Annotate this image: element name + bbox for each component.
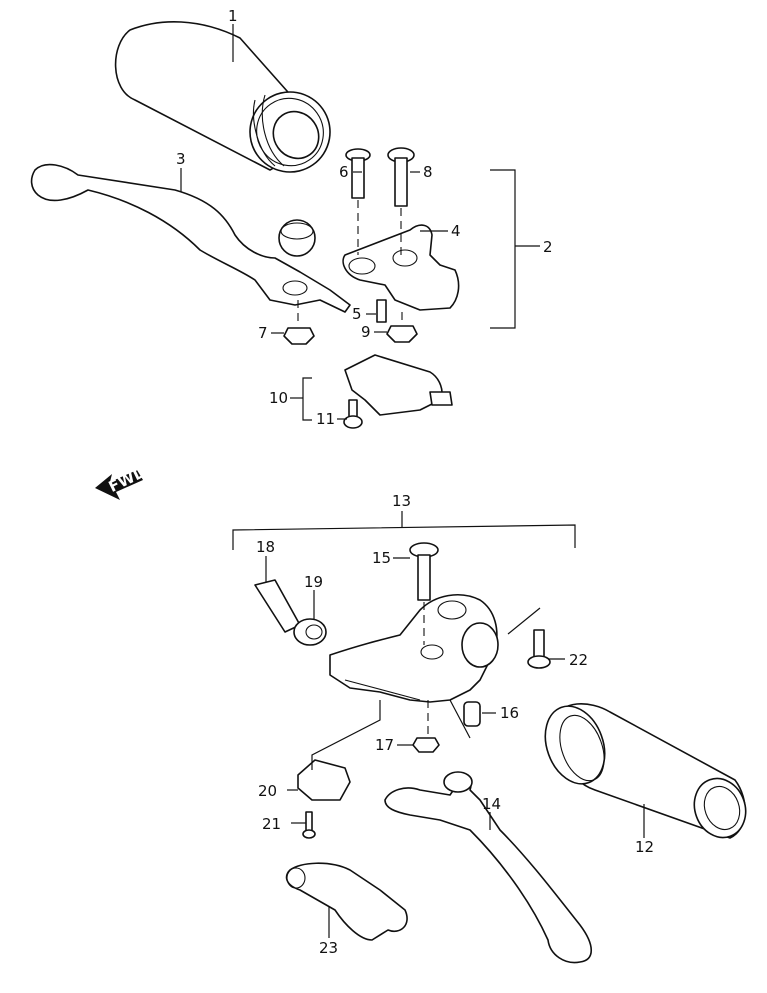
callout-9: 9 bbox=[361, 323, 371, 341]
bracket-10 bbox=[302, 377, 312, 421]
pivot-bolt-15 bbox=[409, 542, 439, 601]
callout-16: 16 bbox=[500, 704, 519, 722]
lever-holder bbox=[342, 224, 460, 311]
clutch-lever-holder bbox=[329, 594, 499, 703]
screw-21 bbox=[302, 811, 316, 839]
bracket-13 bbox=[232, 524, 576, 550]
locknut-19 bbox=[293, 618, 327, 646]
pivot-bolt-6 bbox=[345, 148, 371, 199]
brake-switch-10 bbox=[344, 354, 453, 416]
callout-14: 14 bbox=[482, 795, 501, 813]
nut-7 bbox=[283, 327, 315, 345]
pivot-bolt-8 bbox=[387, 147, 415, 207]
callout-22: 22 bbox=[569, 651, 588, 669]
callout-11: 11 bbox=[316, 410, 335, 428]
callout-8: 8 bbox=[423, 163, 433, 181]
callout-2: 2 bbox=[543, 238, 553, 256]
clutch-lever-14 bbox=[384, 771, 593, 964]
bushing-16 bbox=[463, 701, 481, 727]
callout-19: 19 bbox=[304, 573, 323, 591]
callout-6: 6 bbox=[339, 163, 349, 181]
adjuster-18 bbox=[254, 579, 301, 633]
spring-5 bbox=[376, 299, 387, 323]
callout-18: 18 bbox=[256, 538, 275, 556]
callout-20: 20 bbox=[258, 782, 277, 800]
front-brake-lever bbox=[30, 163, 351, 313]
callout-5: 5 bbox=[352, 305, 362, 323]
callout-17: 17 bbox=[375, 736, 394, 754]
callout-21: 21 bbox=[262, 815, 281, 833]
callout-15: 15 bbox=[372, 549, 391, 567]
callout-3: 3 bbox=[176, 150, 186, 168]
callout-10: 10 bbox=[269, 389, 288, 407]
lever-cover-23 bbox=[285, 862, 408, 941]
callout-23: 23 bbox=[319, 939, 338, 957]
bolt-22 bbox=[527, 629, 551, 669]
fwd-direction-arrow: FWD bbox=[95, 463, 149, 500]
left-grip bbox=[114, 21, 331, 173]
callout-4: 4 bbox=[451, 222, 461, 240]
callout-12: 12 bbox=[635, 838, 654, 856]
callout-7: 7 bbox=[258, 324, 268, 342]
nut-17 bbox=[412, 737, 440, 753]
clutch-switch-20 bbox=[297, 759, 351, 801]
fwd-badge: FWD bbox=[106, 463, 149, 496]
bracket-2 bbox=[490, 169, 516, 329]
nut-9 bbox=[386, 325, 418, 343]
callout-13: 13 bbox=[392, 492, 411, 510]
screw-11 bbox=[343, 399, 363, 429]
callout-1: 1 bbox=[228, 7, 238, 25]
right-grip bbox=[544, 703, 747, 839]
